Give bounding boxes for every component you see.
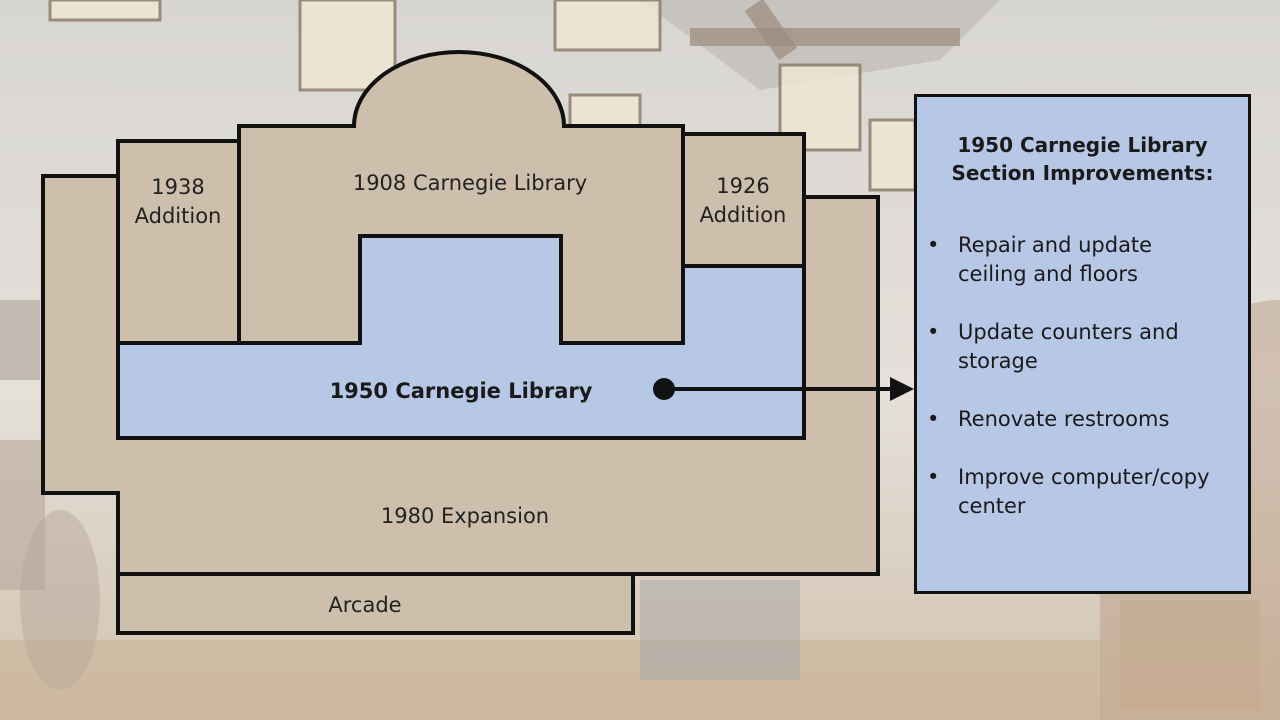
section-1938-addition	[116, 139, 241, 345]
list-item: • Renovate restrooms	[925, 405, 1238, 434]
label-1926-line2: Addition	[700, 203, 787, 227]
label-arcade: Arcade	[328, 593, 401, 617]
panel-title-line2: Section Improvements:	[951, 161, 1214, 185]
list-item-line1: Update counters and	[958, 320, 1179, 344]
section-1926-addition	[681, 132, 806, 268]
panel-title: 1950 Carnegie Library Section Improvemen…	[937, 131, 1228, 187]
bullet-icon: •	[927, 407, 940, 431]
bullet-icon: •	[927, 233, 940, 257]
label-1980-expansion: 1980 Expansion	[381, 504, 549, 528]
list-item-line2: ceiling and floors	[958, 262, 1138, 286]
label-1950-carnegie: 1950 Carnegie Library	[330, 379, 593, 403]
section-arcade	[116, 572, 635, 635]
label-1938-line1: 1938	[151, 175, 204, 199]
list-item-line1: Improve computer/copy	[958, 465, 1210, 489]
list-item-line2: storage	[958, 349, 1038, 373]
bullet-icon: •	[927, 465, 940, 489]
list-item: • Update counters and storage	[925, 318, 1238, 376]
list-item-line1: Repair and update	[958, 233, 1153, 257]
bullet-icon: •	[927, 320, 940, 344]
label-1926-line1: 1926	[716, 174, 769, 198]
improvements-panel: 1950 Carnegie Library Section Improvemen…	[914, 94, 1251, 594]
improvements-list: • Repair and update ceiling and floors •…	[917, 231, 1248, 521]
list-item: • Improve computer/copy center	[925, 463, 1238, 521]
label-1938-line2: Addition	[135, 204, 222, 228]
section-1908-carnegie	[237, 50, 685, 345]
section-1950-carnegie	[116, 234, 806, 440]
label-1908-carnegie: 1908 Carnegie Library	[353, 171, 587, 195]
connector-arrow-head	[890, 377, 914, 401]
panel-title-line1: 1950 Carnegie Library	[957, 133, 1208, 157]
list-item-line2: center	[958, 494, 1026, 518]
list-item: • Repair and update ceiling and floors	[925, 231, 1238, 289]
list-item-line1: Renovate restrooms	[958, 407, 1170, 431]
